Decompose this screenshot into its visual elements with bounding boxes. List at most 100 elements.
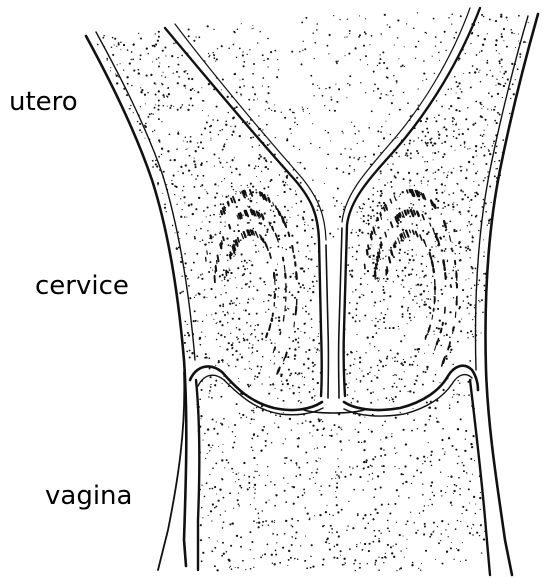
stipple-dot	[274, 484, 276, 486]
stipple-dot	[287, 483, 288, 484]
stipple-dot	[246, 121, 248, 123]
stipple-dot	[303, 270, 305, 272]
stipple-dot	[385, 436, 387, 438]
stipple-dot	[318, 457, 319, 458]
texture-dash	[279, 368, 280, 372]
stipple-dot	[409, 293, 410, 294]
stipple-dot	[485, 211, 487, 213]
stipple-dot	[395, 396, 397, 398]
stipple-dot	[465, 430, 467, 432]
stipple-dot	[334, 424, 336, 426]
stipple-dot	[163, 96, 165, 98]
stipple-dot	[453, 389, 455, 391]
stipple-dot	[372, 336, 374, 338]
stipple-dot	[235, 567, 236, 568]
stipple-dot	[476, 54, 478, 56]
stipple-dot	[200, 418, 201, 419]
stipple-dot	[460, 214, 461, 215]
stipple-dot	[287, 383, 289, 385]
stipple-dot	[404, 557, 405, 558]
stipple-dot	[464, 141, 466, 143]
stipple-dot	[372, 320, 373, 321]
stipple-dot	[336, 531, 338, 533]
stipple-dot	[461, 166, 462, 167]
stipple-dot	[390, 181, 392, 183]
stipple-dot	[341, 509, 343, 511]
stipple-dot	[384, 421, 386, 423]
stipple-dot	[425, 424, 427, 426]
stipple-dot	[154, 130, 155, 131]
stipple-dot	[349, 165, 351, 167]
stipple-dot	[347, 19, 348, 20]
stipple-dot	[456, 92, 457, 93]
stipple-dot	[297, 445, 299, 447]
stipple-dot	[305, 256, 307, 258]
stipple-dot	[324, 183, 325, 184]
stipple-dot	[459, 110, 461, 112]
stipple-dot	[207, 25, 209, 27]
stipple-dot	[458, 129, 459, 130]
stipple-dot	[408, 497, 410, 499]
stipple-dot	[404, 46, 405, 47]
stipple-dot	[339, 477, 341, 479]
stipple-dot	[298, 467, 300, 469]
stipple-dot	[460, 145, 461, 146]
stipple-dot	[256, 313, 258, 315]
stipple-dot	[258, 166, 259, 167]
stipple-dot	[448, 89, 449, 90]
texture-dash	[429, 325, 430, 329]
stipple-dot	[284, 533, 286, 535]
stipple-dot	[336, 486, 338, 488]
stipple-dot	[238, 381, 239, 382]
stipple-dot	[493, 143, 494, 144]
stipple-dot	[137, 121, 139, 123]
stipple-dot	[356, 379, 357, 380]
stipple-dot	[476, 68, 478, 70]
stipple-dot	[221, 359, 223, 361]
stipple-dot	[222, 527, 224, 529]
stipple-dot	[459, 488, 461, 490]
stipple-dot	[356, 546, 358, 548]
stipple-dot	[371, 465, 372, 466]
stipple-dot	[460, 170, 462, 172]
stipple-dot	[423, 60, 425, 62]
stipple-dot	[420, 294, 422, 296]
texture-dash	[266, 333, 267, 337]
stipple-dot	[289, 109, 291, 111]
stipple-dot	[276, 534, 278, 536]
stipple-dot	[319, 88, 320, 89]
stipple-dot	[258, 513, 259, 514]
stipple-dot	[232, 431, 234, 433]
stipple-dot	[437, 526, 438, 527]
stipple-dot	[502, 77, 503, 78]
stipple-dot	[385, 327, 387, 329]
stipple-dot	[221, 423, 223, 425]
stipple-dot	[335, 84, 336, 85]
stipple-dot	[294, 331, 296, 333]
stipple-dot	[466, 250, 468, 252]
stipple-dot	[415, 532, 417, 534]
stipple-dot	[459, 382, 460, 383]
stipple-dot	[162, 193, 163, 194]
stipple-dot	[329, 435, 330, 436]
stipple-dot	[179, 238, 180, 239]
stipple-dot	[247, 283, 248, 284]
stipple-dot	[259, 475, 260, 476]
stipple-dot	[230, 566, 231, 567]
stipple-dot	[469, 201, 470, 202]
stipple-dot	[387, 164, 388, 165]
stipple-dot	[246, 262, 248, 264]
stipple-dot	[416, 150, 418, 152]
stipple-dot	[349, 466, 351, 468]
stipple-dot	[336, 557, 338, 559]
texture-dash	[384, 207, 385, 211]
stipple-dot	[196, 253, 198, 255]
stipple-dot	[291, 51, 293, 53]
stipple-dot	[303, 211, 305, 213]
stipple-dot	[201, 507, 203, 509]
stipple-dot	[267, 466, 268, 467]
stipple-dot	[229, 492, 231, 494]
stipple-dot	[373, 541, 375, 543]
stipple-dot	[326, 168, 327, 169]
stipple-dot	[242, 78, 244, 80]
